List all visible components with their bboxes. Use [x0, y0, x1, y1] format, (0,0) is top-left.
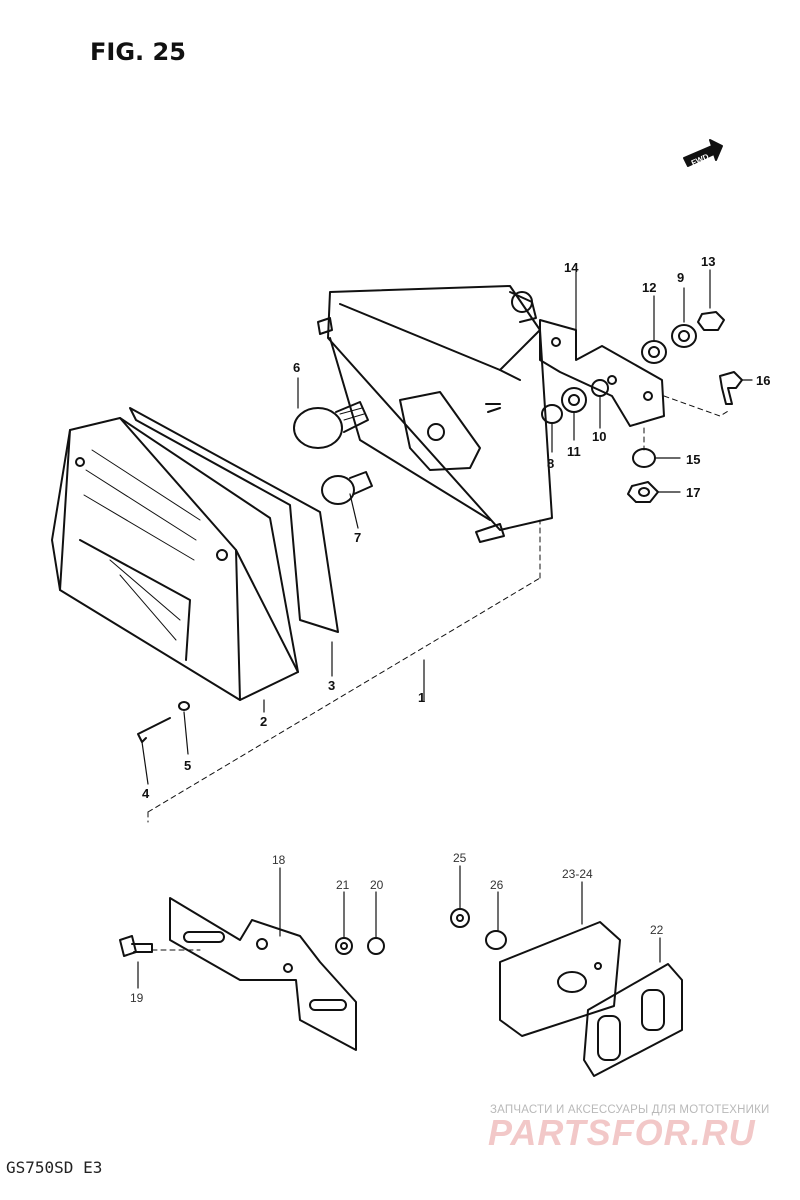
washer-26	[485, 930, 507, 950]
nut-17	[627, 481, 659, 503]
callout-9: 9	[677, 270, 684, 285]
callout-12: 12	[642, 280, 656, 295]
callout-26: 26	[490, 878, 504, 892]
callout-8: 8	[547, 456, 554, 471]
callout-14: 14	[564, 260, 579, 275]
bolt-16	[719, 371, 743, 405]
nut-20	[367, 937, 385, 955]
callout-22: 22	[650, 923, 664, 937]
callout-2: 2	[260, 714, 267, 729]
callout-6: 6	[293, 360, 300, 375]
figure-title: FIG. 25	[90, 38, 186, 66]
callout-17: 17	[686, 485, 700, 500]
callout-20: 20	[370, 878, 384, 892]
callout-10: 10	[592, 429, 606, 444]
bolt-19	[119, 935, 153, 957]
license-light-lens	[499, 921, 621, 1037]
callout-21: 21	[336, 878, 350, 892]
forward-arrow-icon	[683, 139, 723, 167]
washer-8	[541, 404, 563, 424]
callout-4: 4	[142, 786, 150, 801]
callout-3: 3	[328, 678, 335, 693]
callout-15: 15	[686, 452, 700, 467]
license-plate-bracket	[169, 897, 357, 1051]
callout-13: 13	[701, 254, 715, 269]
tail-light-housing	[317, 285, 553, 543]
callout-1: 1	[418, 690, 425, 705]
tail-lens	[51, 417, 299, 701]
screw-4	[137, 717, 171, 743]
spacer-11	[561, 387, 587, 413]
callout-16: 16	[756, 373, 770, 388]
washer-21	[335, 937, 353, 955]
nut-13	[697, 311, 725, 331]
callout-25: 25	[453, 851, 467, 865]
mounting-bracket	[539, 319, 665, 427]
washer-9	[671, 324, 697, 348]
model-code: GS750SD E3	[6, 1158, 103, 1177]
license-lamp-22	[583, 963, 683, 1077]
callout-7: 7	[354, 530, 361, 545]
washer-5	[178, 701, 190, 711]
nut-15	[632, 448, 656, 468]
tail-bulb	[293, 401, 369, 449]
lens-gasket	[129, 407, 339, 633]
license-bulb	[321, 471, 373, 505]
watermark-tagline: ЗАПЧАСТИ И АКСЕССУАРЫ ДЛЯ МОТОТЕХНИКИ	[490, 1104, 770, 1116]
callout-23-24: 23-24	[562, 867, 593, 881]
watermark-logo: PARTSFOR.RU	[488, 1112, 756, 1153]
callout-19: 19	[130, 991, 144, 1005]
callout-5: 5	[184, 758, 191, 773]
callout-11: 11	[567, 444, 581, 459]
washer-12	[641, 340, 667, 364]
washer-25	[450, 908, 470, 928]
callout-18: 18	[272, 853, 286, 867]
